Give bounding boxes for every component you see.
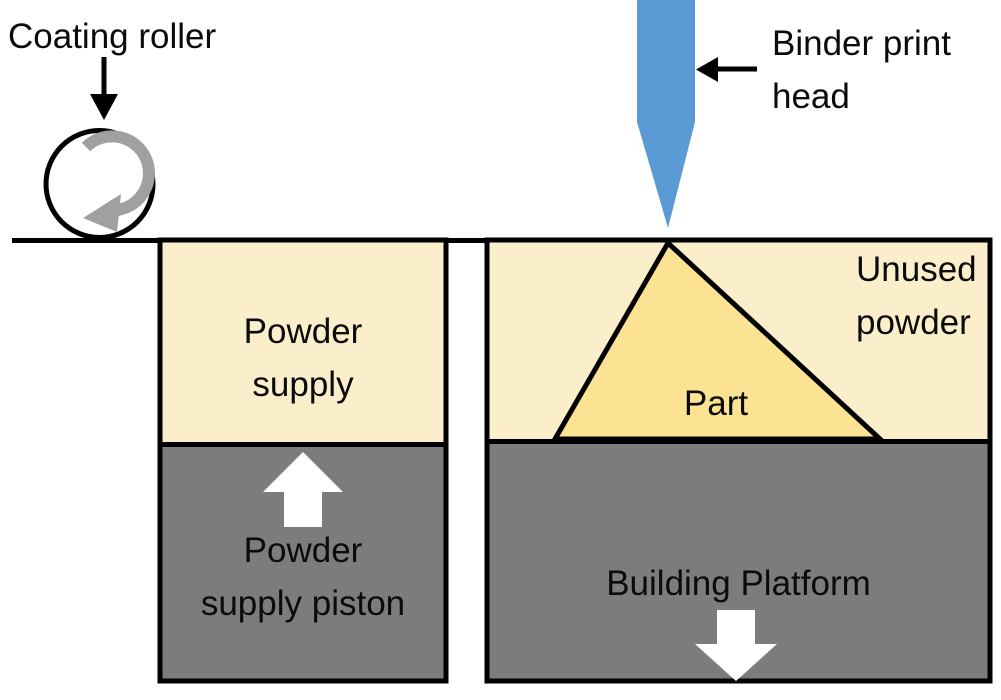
powder-supply-box (158, 238, 448, 445)
powder-supply-outline (157, 237, 449, 684)
part-label: Part (683, 384, 749, 423)
build-box-outline (484, 237, 993, 684)
binder-print-head-shape (637, 0, 695, 228)
powder-supply-label: Powder supply (243, 312, 363, 404)
powder-supply-piston-label: Powder supply piston (200, 531, 406, 623)
roller-rotation-icon (81, 130, 155, 216)
roller-rotation-arrowhead-icon (83, 194, 121, 232)
binder-head-arrow-left-icon (696, 57, 718, 82)
piston-up-arrow-icon (263, 452, 343, 527)
part-triangle (550, 239, 887, 442)
coating-roller-label: Coating roller (8, 17, 217, 56)
platform-down-arrow-icon (695, 610, 777, 681)
binder-print-head-label: Binder print head (772, 24, 951, 116)
coating-roller-arrow-down-icon (90, 94, 118, 120)
unused-powder-label: Unused powder (856, 250, 977, 342)
building-platform-label: Building Platform (606, 564, 871, 603)
